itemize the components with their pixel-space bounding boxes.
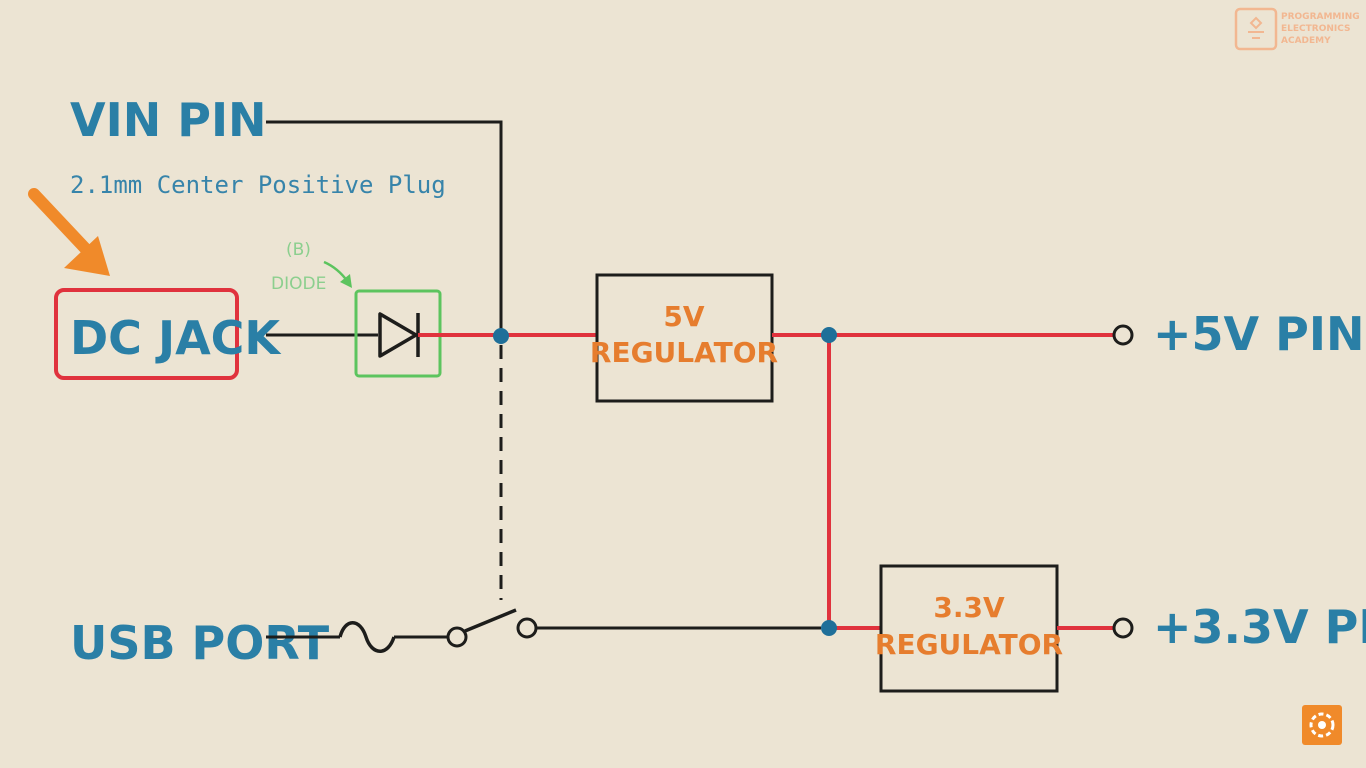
diode-pointer-icon	[323, 260, 352, 288]
switch-contact-left	[446, 626, 468, 648]
regulator-5v-subtitle: REGULATOR	[590, 336, 778, 369]
vin-pin-label: VIN PIN	[70, 93, 267, 147]
fuse-icon	[338, 621, 396, 653]
regulator-33v-title: 3.3V	[933, 591, 1005, 624]
diode-icon	[378, 312, 420, 358]
logo-gear-glyph	[1248, 16, 1264, 39]
out-5v-label: +5V PIN	[1153, 307, 1365, 361]
terminal-33v	[1112, 617, 1134, 639]
vin-wire	[266, 120, 503, 336]
diode-label: DIODE	[271, 274, 326, 294]
switch-contact-right	[516, 617, 538, 639]
brand-logo: PROGRAMMING ELECTRONICS ACADEMY	[1234, 7, 1360, 51]
logo-line-3: ACADEMY	[1281, 36, 1331, 46]
terminal-5v	[1112, 324, 1134, 346]
dc-jack-label: DC JACK	[70, 311, 282, 365]
diode-ref-label: (B)	[286, 240, 311, 260]
junction-node-5v	[821, 327, 837, 343]
logo-line-1: PROGRAMMING	[1281, 12, 1360, 22]
switch-blade-icon	[464, 608, 517, 633]
logo-line-2: ELECTRONICS	[1281, 24, 1351, 34]
junction-node-vin	[493, 328, 509, 344]
regulator-5v-box	[595, 273, 774, 403]
dc-jack-highlight	[54, 288, 239, 380]
plug-note: 2.1mm Center Positive Plug	[70, 171, 446, 199]
arrow-down-right-icon	[28, 188, 110, 276]
junction-node-33v	[821, 620, 837, 636]
out-33v-label: +3.3V PIN	[1153, 600, 1366, 654]
gear-bulb-icon	[1302, 705, 1342, 745]
logo-icon	[1234, 7, 1278, 51]
regulator-33v-subtitle: REGULATOR	[875, 628, 1063, 661]
regulator-5v-title: 5V	[663, 300, 704, 333]
usb-port-label: USB PORT	[70, 616, 330, 670]
